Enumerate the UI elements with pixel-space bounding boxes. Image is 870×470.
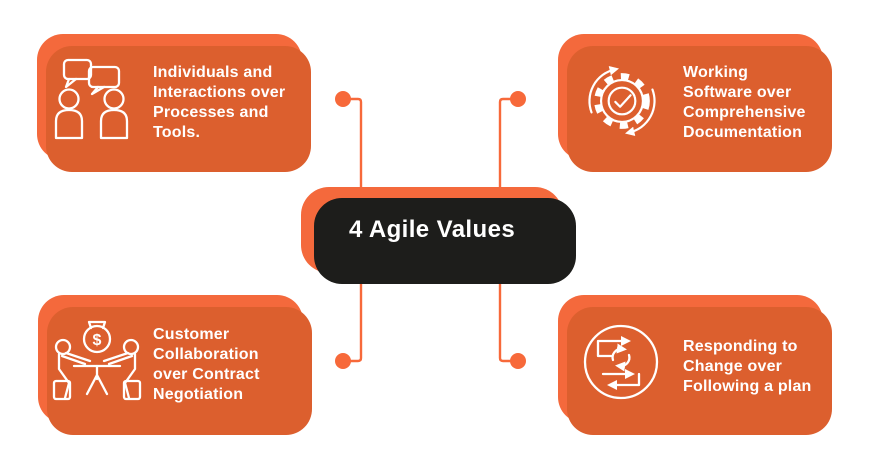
node-dot-bottom-left [335,353,351,369]
card-responding-to-change: Responding to Change over Following a pl… [558,295,823,423]
people-conversation-icon [54,58,129,140]
card-text-working-software: Working Software over Comprehensive Docu… [683,64,806,141]
change-loop-icon [583,324,659,400]
node-dot-top-left [335,91,351,107]
node-dot-top-right [510,91,526,107]
card-individuals-interactions: Individuals and Interactions over Proces… [37,34,302,160]
connector-bottom-left [343,272,363,363]
node-dot-bottom-right [510,353,526,369]
dollar-sign: $ [93,332,102,349]
page-title: 4 Agile Values [348,216,516,243]
card-working-software: Working Software over Comprehensive Docu… [558,34,823,160]
gear-checkmark-cycle-icon [588,66,656,136]
card-text-individuals-interactions: Individuals and Interactions over Proces… [153,64,286,141]
connector-top-left [343,97,363,188]
people-table-money-icon: $ [52,320,142,401]
center-title-box: 4 Agile Values [301,187,563,273]
card-text-customer-collaboration: Customer Collaboration over Contract Neg… [153,326,260,403]
card-text-responding-to-change: Responding to Change over Following a pl… [683,338,812,395]
card-customer-collaboration: $ Customer Collaboration over Contract N… [38,295,303,423]
connector-top-right [498,97,518,188]
connector-bottom-right [498,272,518,363]
